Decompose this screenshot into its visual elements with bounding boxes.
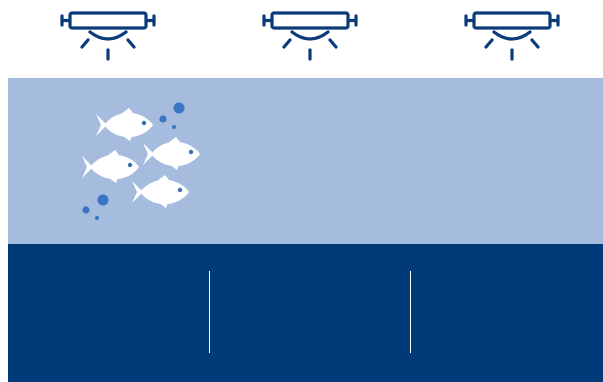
aquarium-water xyxy=(8,78,603,244)
fish-icon xyxy=(82,150,139,183)
fish-icon xyxy=(132,175,189,208)
lamp-row xyxy=(0,0,603,78)
lamp-center-icon xyxy=(258,6,362,64)
fish-school xyxy=(82,108,200,208)
bubble-icon xyxy=(82,206,89,213)
base-divider-1 xyxy=(209,271,210,353)
bubble-icon xyxy=(95,216,99,220)
bubble-icon xyxy=(98,195,109,206)
lamp-right-icon xyxy=(460,6,564,64)
bubble-icon xyxy=(172,125,176,129)
aquarium-base xyxy=(8,244,603,382)
bubble-icon xyxy=(159,115,166,122)
fish-icon xyxy=(143,137,200,170)
fish-icon xyxy=(96,108,153,141)
lamp-left-icon xyxy=(56,6,160,64)
bubble-icon xyxy=(174,103,185,114)
base-divider-2 xyxy=(410,271,411,353)
